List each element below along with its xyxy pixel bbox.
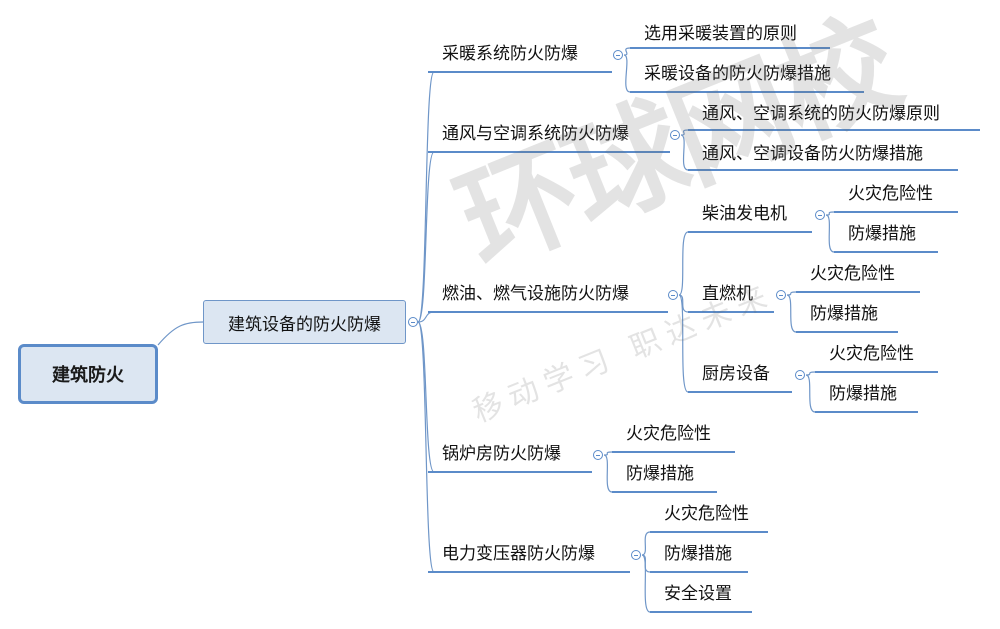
connector-line — [417, 321, 435, 573]
leaf-node[interactable]: 安全设置 — [664, 584, 732, 604]
connector-line — [641, 554, 651, 573]
connector-line — [157, 321, 204, 346]
collapse-icon[interactable] — [670, 130, 680, 140]
leaf-node[interactable]: 火灾危险性 — [626, 424, 711, 444]
leaf-node[interactable]: 防爆措施 — [626, 464, 694, 484]
collapse-icon[interactable] — [631, 550, 641, 560]
collapse-icon[interactable] — [795, 370, 805, 380]
connector-line — [641, 531, 651, 556]
branch-transformer[interactable]: 电力变压器防火防爆 — [442, 544, 595, 564]
branch-fuel-gas[interactable]: 燃油、燃气设施防火防爆 — [442, 284, 629, 304]
subgroup-kitchen[interactable]: 厨房设备 — [702, 364, 770, 384]
leaf-node[interactable]: 通风、空调设备防火防爆措施 — [702, 144, 923, 164]
connector-line — [417, 321, 435, 473]
connector-line — [417, 151, 435, 323]
collapse-icon[interactable] — [613, 50, 623, 60]
connector-line — [805, 374, 816, 413]
subgroup-direct-fired[interactable]: 直燃机 — [702, 284, 753, 304]
leaf-node[interactable]: 火灾危险性 — [829, 344, 914, 364]
main-topic-node[interactable]: 建筑设备的防火防爆 — [203, 300, 406, 344]
leaf-node[interactable]: 采暖设备的防火防爆措施 — [644, 64, 831, 84]
connector-line — [641, 554, 651, 613]
branch-boiler-room[interactable]: 锅炉房防火防爆 — [442, 444, 561, 464]
branch-ventilation[interactable]: 通风与空调系统防火防爆 — [442, 124, 629, 144]
connector-line — [678, 294, 689, 393]
root-node[interactable]: 建筑防火 — [18, 344, 158, 404]
leaf-node[interactable]: 通风、空调系统的防火防爆原则 — [702, 104, 940, 124]
collapse-icon[interactable] — [668, 290, 678, 300]
connector-line — [680, 134, 689, 171]
root-label: 建筑防火 — [52, 365, 124, 386]
leaf-node[interactable]: 选用采暖装置的原则 — [644, 24, 797, 44]
connector-line — [417, 71, 435, 323]
connector-line — [786, 291, 797, 296]
leaf-node[interactable]: 防爆措施 — [664, 544, 732, 564]
collapse-icon[interactable] — [776, 290, 786, 300]
connector-line — [678, 231, 689, 296]
connector-line — [805, 371, 816, 376]
connector-line — [786, 294, 797, 333]
connector-line — [825, 214, 835, 253]
leaf-node[interactable]: 火灾危险性 — [810, 264, 895, 284]
connector-line — [825, 211, 835, 216]
connector-line — [623, 47, 631, 56]
branch-heating[interactable]: 采暖系统防火防爆 — [442, 44, 578, 64]
connector-line — [603, 454, 613, 493]
leaf-node[interactable]: 防爆措施 — [848, 224, 916, 244]
leaf-node[interactable]: 防爆措施 — [829, 384, 897, 404]
collapse-icon[interactable] — [593, 450, 603, 460]
collapse-icon[interactable] — [815, 210, 825, 220]
leaf-node[interactable]: 火灾危险性 — [848, 184, 933, 204]
connector-line — [680, 129, 689, 136]
subgroup-diesel-generator[interactable]: 柴油发电机 — [702, 204, 787, 224]
connector-line — [623, 54, 631, 93]
leaf-node[interactable]: 火灾危险性 — [664, 504, 749, 524]
collapse-icon[interactable] — [408, 317, 418, 327]
main-topic-label: 建筑设备的防火防爆 — [228, 314, 381, 335]
connector-line — [603, 451, 613, 456]
leaf-node[interactable]: 防爆措施 — [810, 304, 878, 324]
